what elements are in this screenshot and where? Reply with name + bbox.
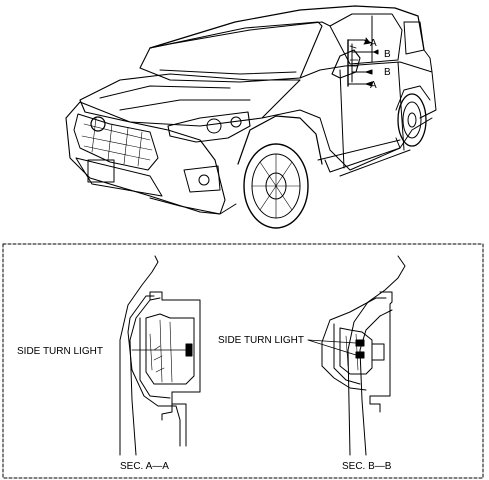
callout-b-bottom: B bbox=[384, 67, 391, 78]
detail-box-frame bbox=[2, 243, 484, 479]
callout-b-top: B bbox=[384, 49, 391, 60]
callout-a-top: A bbox=[370, 38, 377, 49]
section-a-caption: SEC. A—A bbox=[120, 461, 169, 472]
section-b-leader-lower bbox=[307, 339, 357, 356]
section-b-drawing bbox=[321, 255, 406, 456]
vehicle-illustration bbox=[65, 5, 437, 229]
section-cut-indicators bbox=[347, 37, 379, 87]
section-b-caption: SEC. B—B bbox=[342, 461, 392, 472]
callout-a-bottom: A bbox=[370, 80, 377, 91]
section-b-part-label: SIDE TURN LIGHT bbox=[218, 335, 304, 346]
section-a-part-label: SIDE TURN LIGHT bbox=[17, 346, 103, 357]
section-b-leader-upper bbox=[307, 339, 357, 344]
section-a-drawing bbox=[119, 255, 201, 456]
